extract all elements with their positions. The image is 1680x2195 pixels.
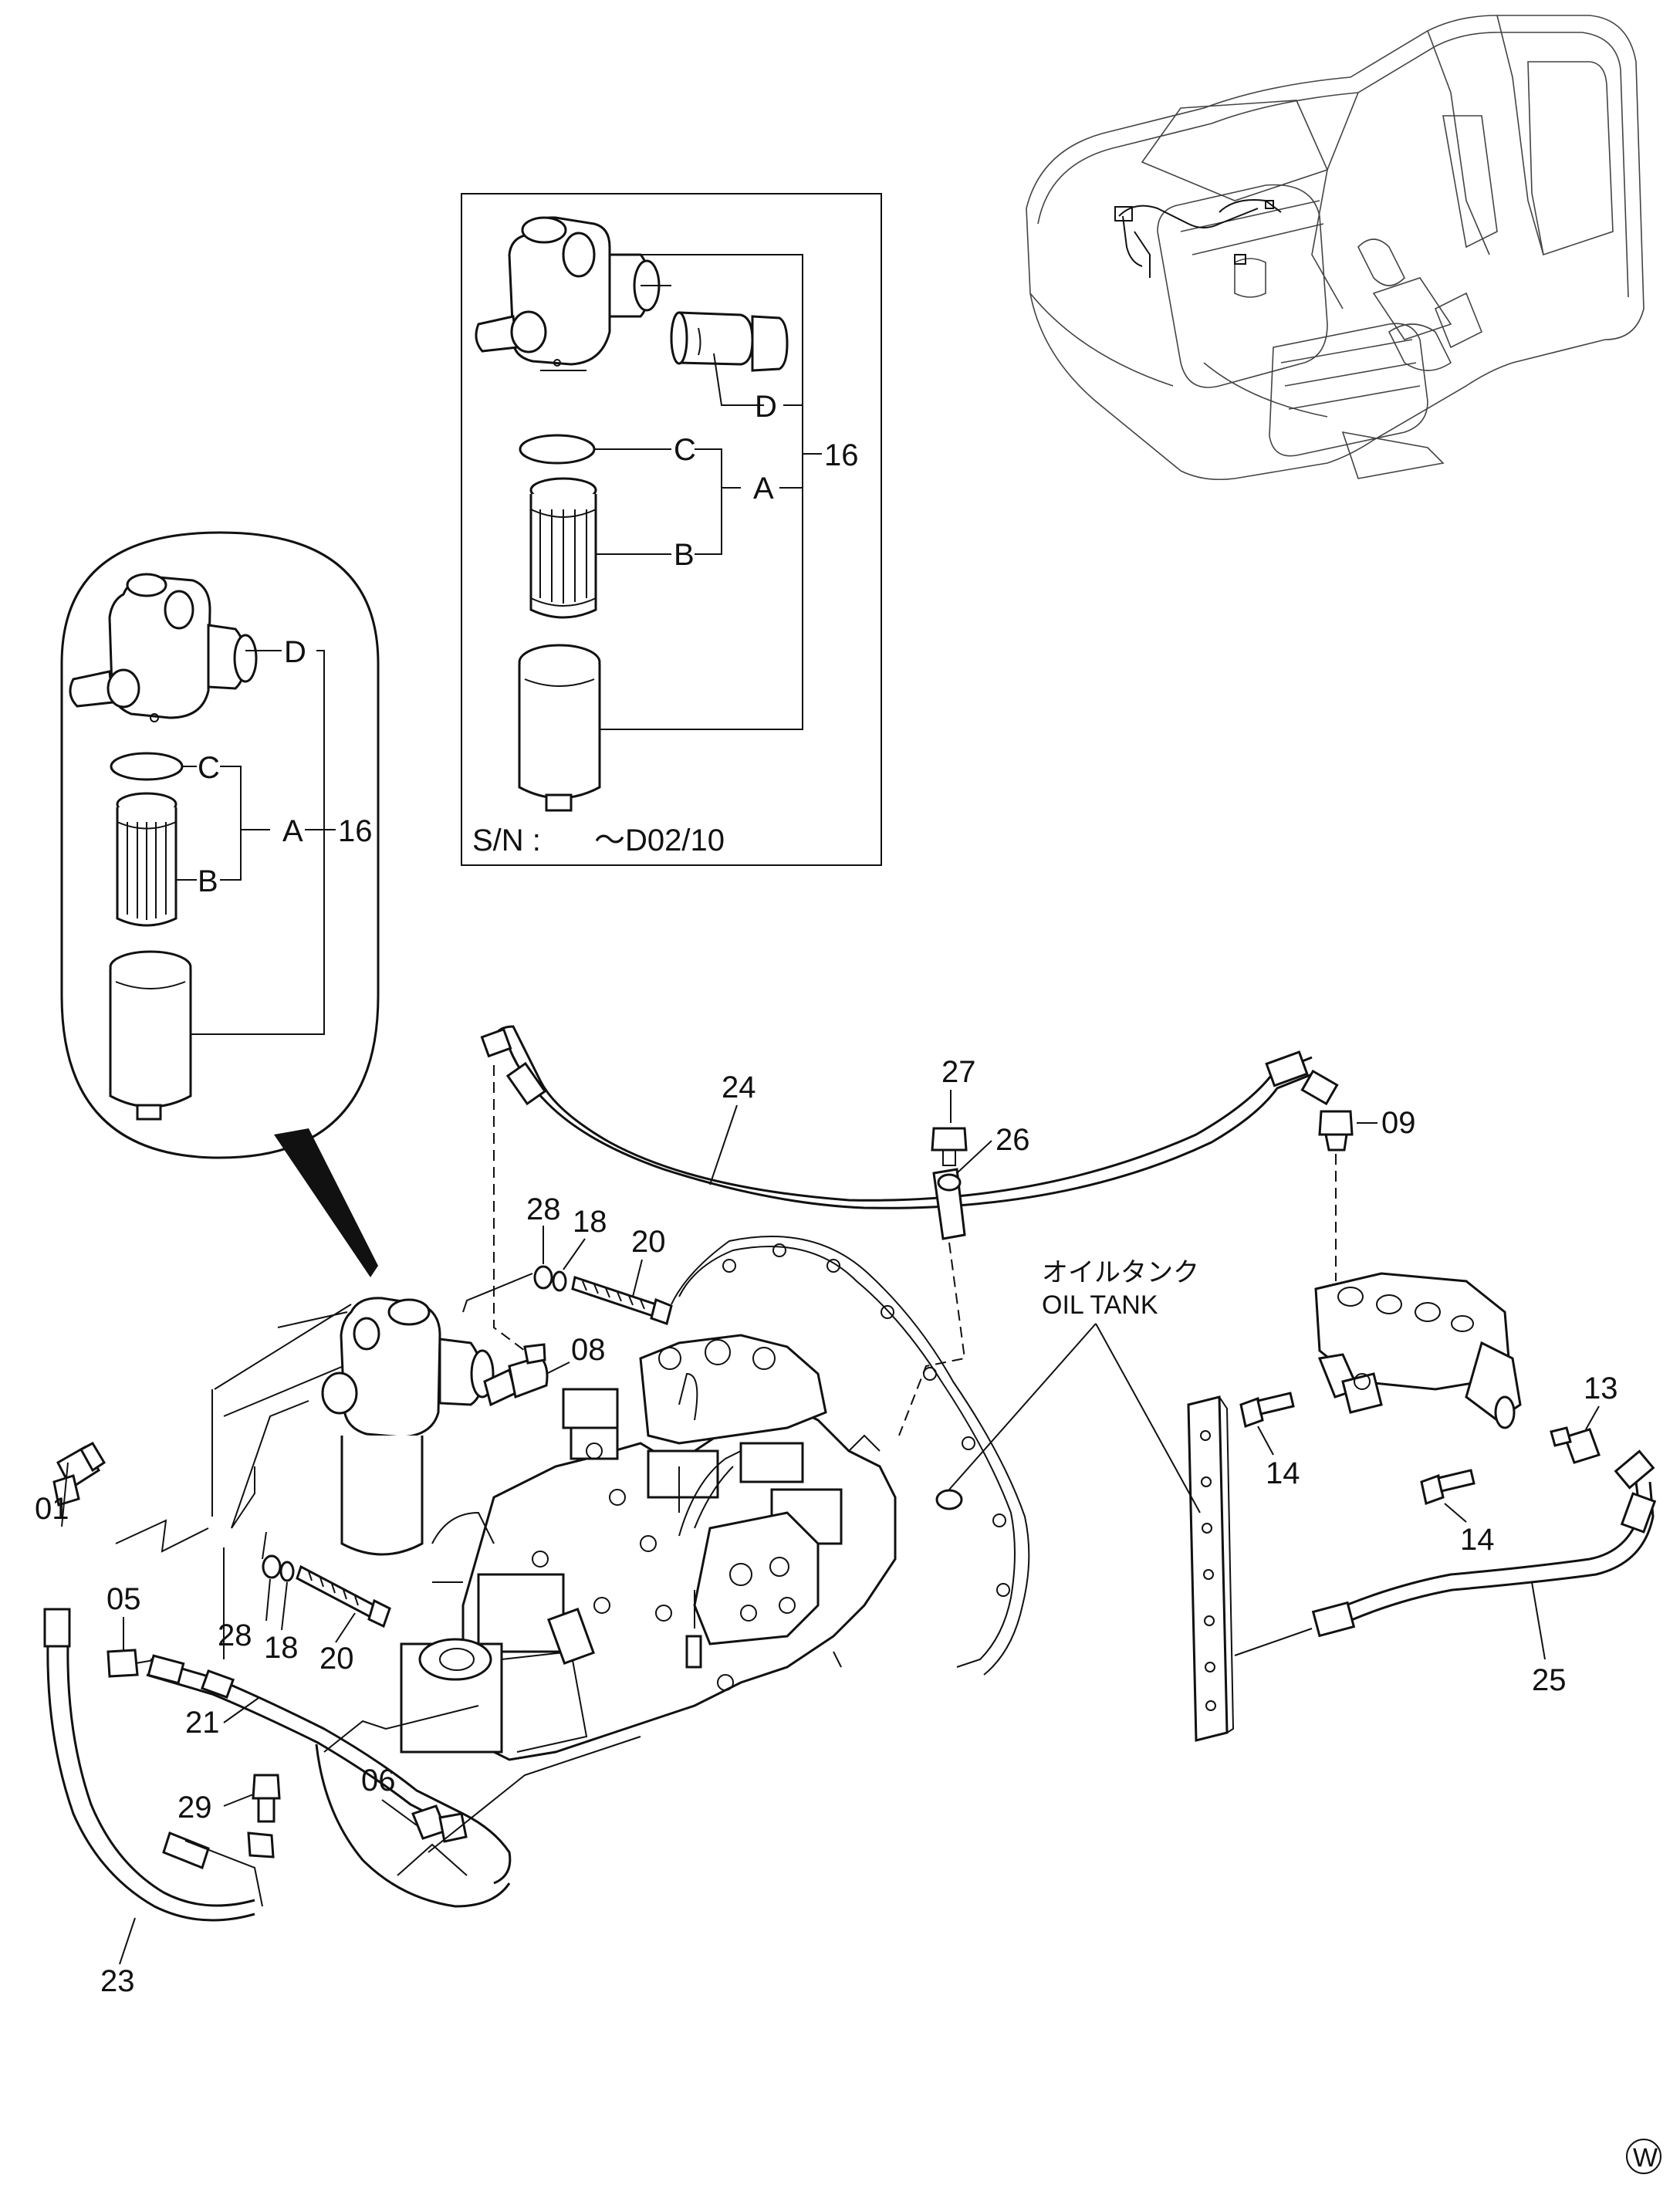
filter-head-bubble [69,573,258,722]
callout-21: 21 [185,1706,220,1740]
hose-23 [43,1608,275,1922]
hose-24 [480,1025,1339,1351]
letter-b-bubble: B [198,864,218,898]
callout-29: 29 [177,1791,212,1825]
serial-prefix: S/N : [472,824,541,857]
detail-frame [461,193,882,866]
callout-05: 05 [106,1582,141,1616]
filter-head-part [475,216,671,371]
callout-25: 25 [1532,1663,1567,1697]
callout-08: 08 [571,1333,606,1367]
callout-27: 27 [941,1055,976,1089]
callout-16-detail: 16 [824,438,859,472]
filter-assembly [115,1297,495,1659]
callout-09: 09 [1381,1106,1416,1140]
callout-23: 23 [100,1964,135,1998]
o-ring-bubble [110,752,184,781]
elbow-01 [52,1442,106,1507]
fitting-09 [1318,1110,1354,1281]
filter-plug-part [670,311,789,372]
hydraulic-pump-illustration [400,1235,1030,1761]
serial-value: ～D02/10 [594,824,725,857]
callout-24: 24 [722,1070,756,1104]
bolt-set-lower [262,1531,391,1628]
magnifier-pointer [274,1128,378,1277]
hose-25 [1311,1449,1657,1638]
oil-tank-label-en: OIL TANK [1042,1290,1158,1320]
magnifier-bubble: D C A B 16 [60,531,380,1277]
hose-21 [146,1654,512,1908]
filter-detail-box: D C A B 16 S/N : ～D02/10 [461,193,882,866]
callout-14-lower: 14 [1460,1523,1495,1557]
filter-element-part [529,477,597,619]
callout-28-upper: 28 [526,1192,561,1226]
fitting-08 [483,1343,549,1407]
bolt-27 [931,1127,968,1166]
callout-16-bubble: 16 [338,814,373,848]
callout-20-lower: 20 [319,1642,354,1676]
callout-18-lower: 18 [264,1631,299,1665]
callout-14-upper: 14 [1266,1456,1300,1490]
letter-c-detail: C [674,433,696,467]
bolt-14-lower [1420,1469,1475,1505]
letter-b-detail: B [674,538,695,572]
callout-18-upper: 18 [573,1205,607,1239]
callout-06: 06 [361,1764,396,1798]
valve-block [1314,1272,1522,1429]
excavator-locator-illustration [1026,15,1645,481]
fitting-29 [252,1774,281,1823]
filter-bowl-part [518,644,601,812]
letter-a-detail: A [753,472,774,506]
bolt-set-upper [462,1265,673,1325]
callout-26: 26 [995,1123,1030,1157]
callout-13: 13 [1584,1371,1618,1405]
corner-w-letter: W [1633,2143,1658,2173]
oil-tank-label-jp: オイルタンク [1042,1258,1199,1287]
o-ring-part [519,434,596,465]
letter-a-bubble: A [282,814,303,848]
callout-28-lower: 28 [218,1618,252,1652]
clamp-26 [898,1168,966,1510]
filter-bowl-bubble [109,950,192,1121]
bolt-14-upper [1239,1392,1295,1428]
oil-tank-plate [1187,1395,1313,1742]
letter-d-detail: D [755,390,777,424]
letter-c-bubble: C [198,751,220,785]
letter-d-bubble: D [284,635,306,669]
fitting-13 [1550,1426,1601,1464]
filter-element-bubble [116,792,177,927]
fitting-06 [411,1804,468,1843]
callout-20-upper: 20 [631,1225,666,1259]
corner-w-mark: W [1626,2139,1661,2174]
